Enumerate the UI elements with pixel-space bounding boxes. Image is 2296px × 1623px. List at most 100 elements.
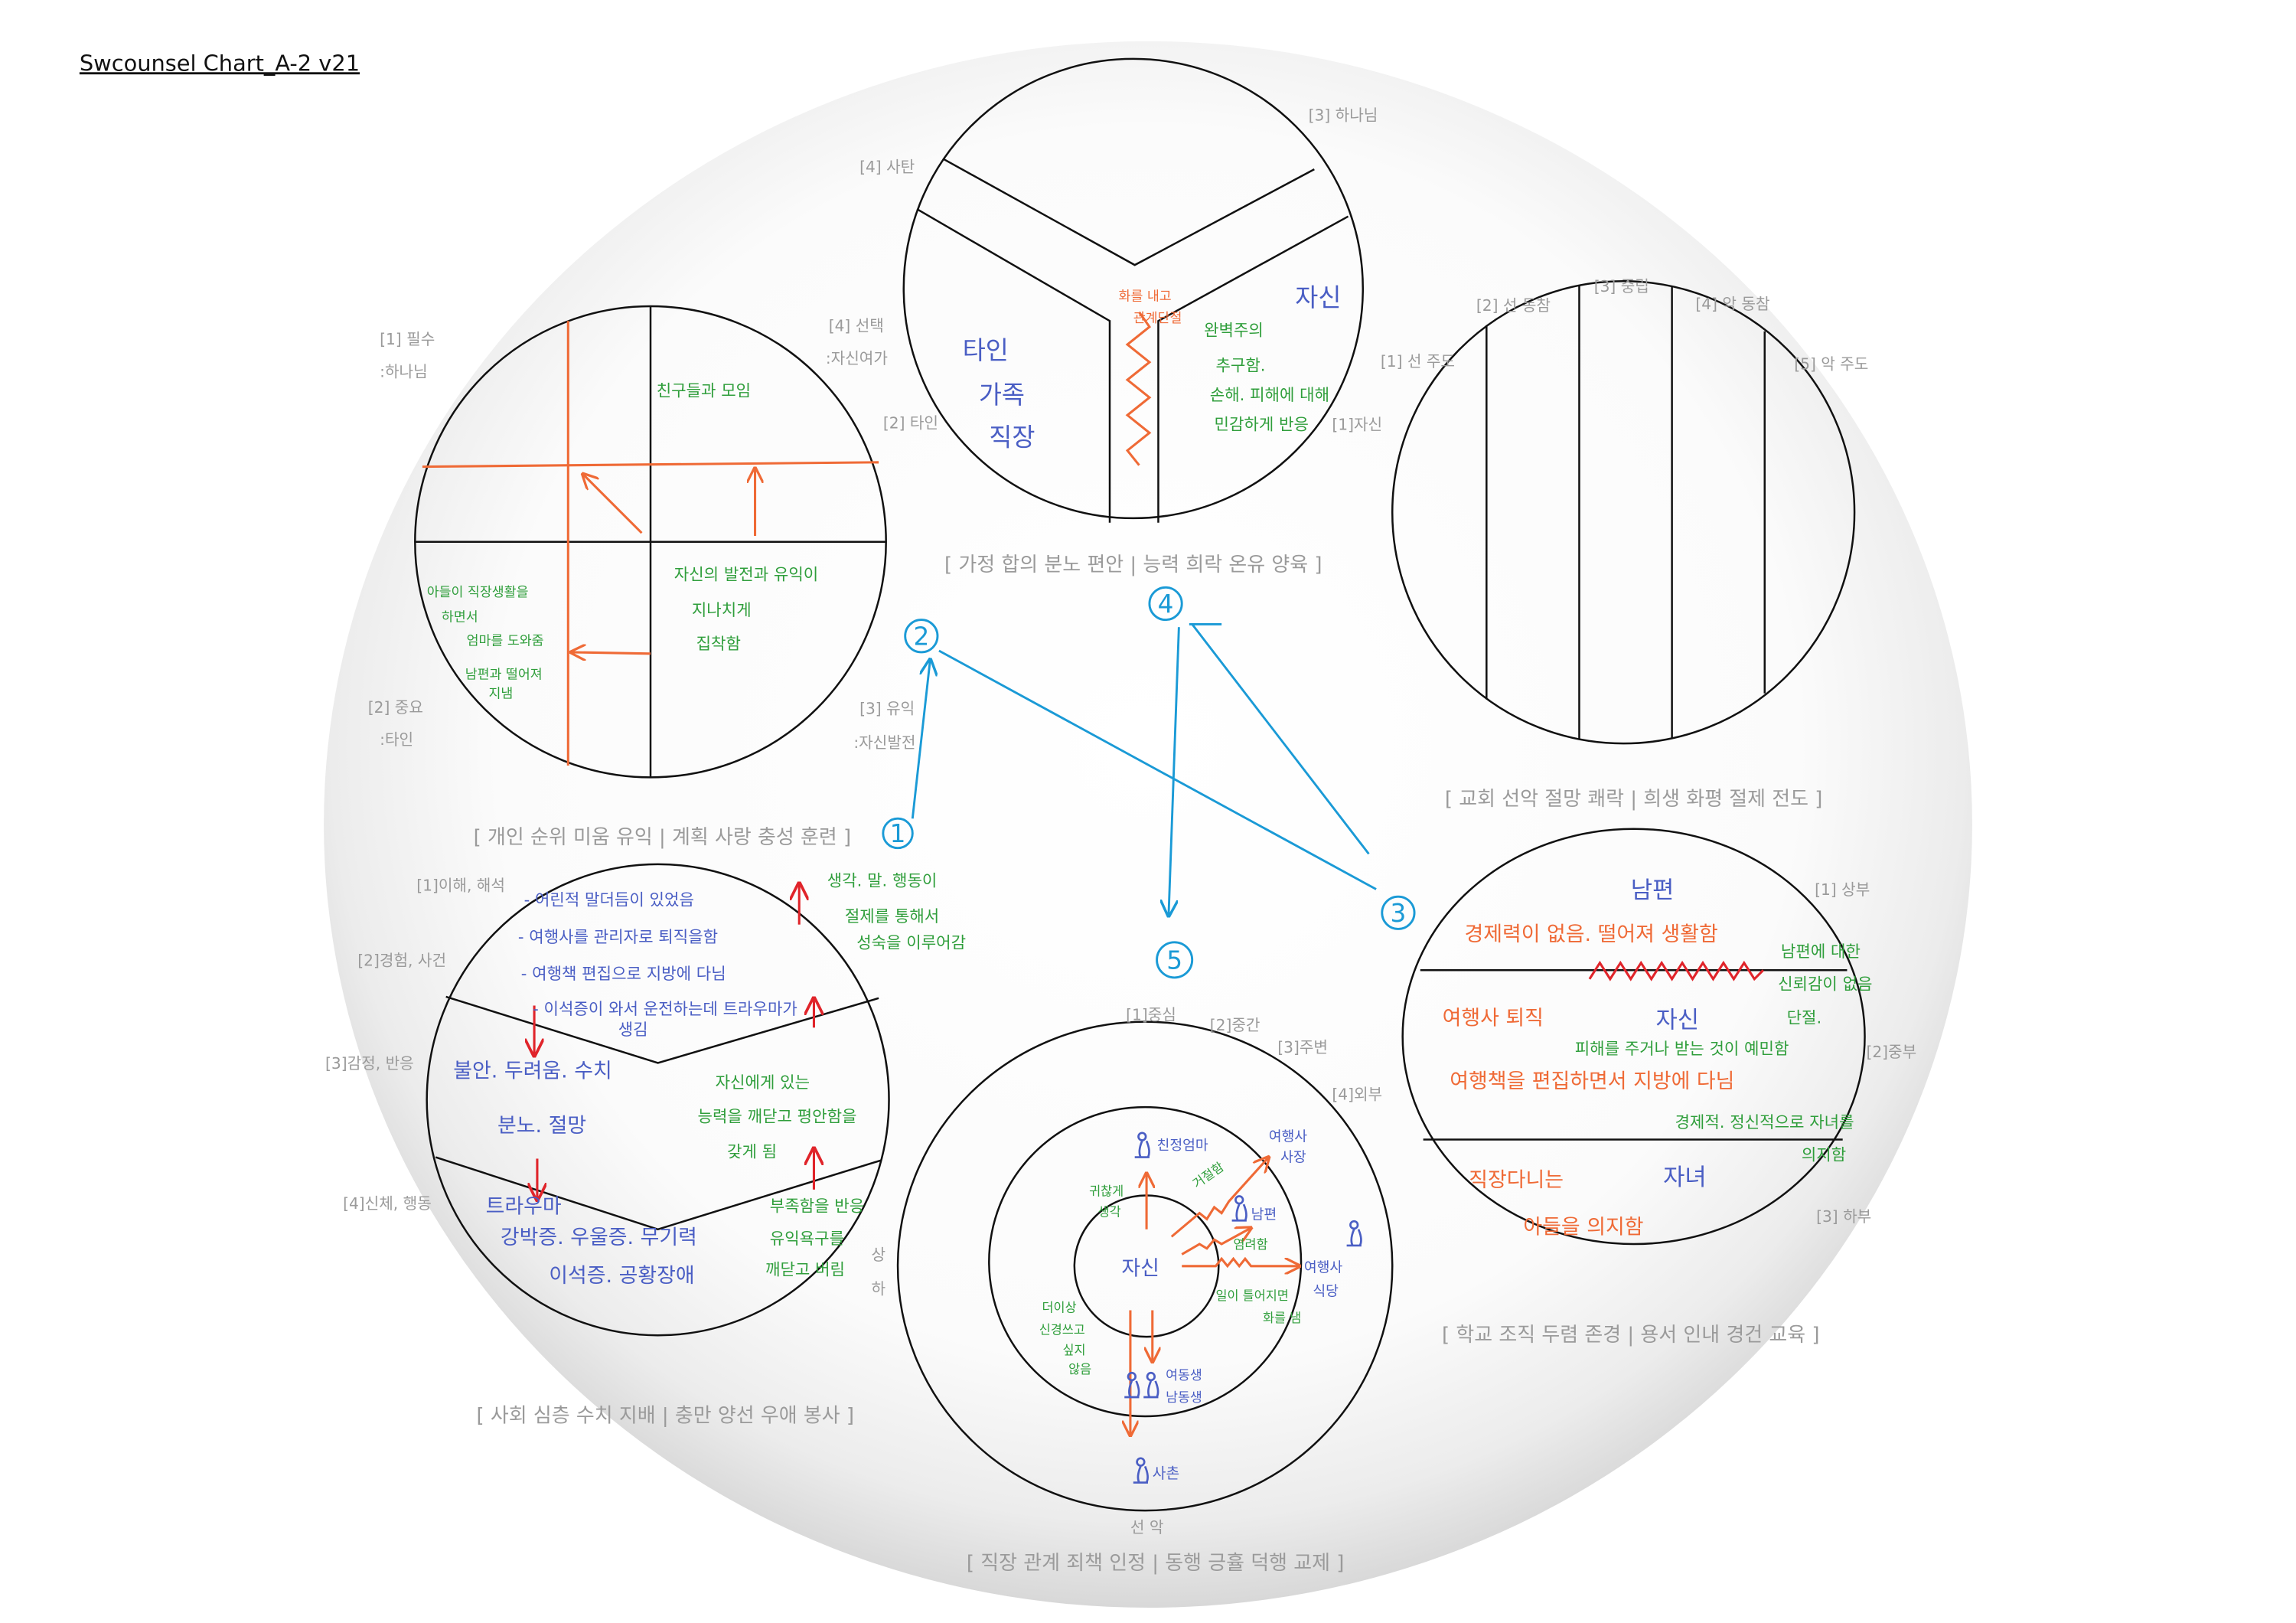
- family-note: 손해. 피해에 대해: [1210, 385, 1329, 404]
- society-note: 불안. 두려움. 수치: [453, 1060, 612, 1083]
- family-note: 자신: [1295, 283, 1341, 312]
- family-circle: [3] 하나님 [4] 사탄 [2] 타인 [1]자신 자신 타인 가족 직장 …: [859, 57, 1382, 576]
- family-label: [3] 하나님: [1309, 106, 1378, 125]
- family-note: 관계단절: [1133, 311, 1182, 326]
- school-note: 여행사 퇴직: [1443, 1006, 1544, 1030]
- society-note: 갖게 됨: [727, 1142, 777, 1161]
- work-note: 사장: [1280, 1149, 1306, 1165]
- family-note: 가족: [979, 380, 1025, 410]
- school-label: [2]중부: [1866, 1043, 1916, 1061]
- work-note: 일이 틀어지면: [1215, 1288, 1288, 1303]
- svg-text:3: 3: [1391, 899, 1407, 928]
- step-5-marker: 5: [1156, 941, 1194, 979]
- school-note: 의지함: [1802, 1145, 1846, 1164]
- society-note: - 여행책 편집으로 지방에 다님: [521, 964, 726, 983]
- school-note: 경제력이 없음. 떨어져 생활함: [1464, 923, 1717, 946]
- family-note: 민감하게 반응: [1215, 415, 1309, 434]
- work-label: [4]외부: [1332, 1086, 1382, 1104]
- work-caption: [ 직장 관계 죄책 인정 | 동행 긍휼 덕행 교제 ]: [967, 1552, 1345, 1575]
- person-icon: [1133, 1457, 1149, 1484]
- work-note: 싶지: [1062, 1343, 1085, 1357]
- person-icon: [1124, 1371, 1140, 1399]
- society-note: 유익욕구를: [770, 1229, 844, 1248]
- society-note: - 어린적 말더듬이 있었음: [524, 890, 694, 909]
- church-label: [4] 악 동참: [1695, 295, 1769, 313]
- personal-caption: [ 개인 순위 미움 유익 | 계획 사랑 충성 훈련 ]: [474, 826, 852, 849]
- work-note: 신경쓰고: [1039, 1322, 1085, 1337]
- church-label: [2] 선 동참: [1476, 296, 1551, 315]
- school-note: 자녀: [1663, 1164, 1707, 1191]
- work-label: [1]중심: [1126, 1006, 1176, 1024]
- society-note: 절제를 통해서: [845, 906, 939, 926]
- society-note: 자신에게 있는: [716, 1073, 810, 1092]
- family-note: 완벽주의: [1204, 320, 1264, 339]
- family-label: [2] 타인: [883, 414, 938, 433]
- personal-label: :자신여가: [826, 349, 888, 367]
- personal-note: 아들이 직장생활을: [427, 585, 529, 600]
- personal-label: [3] 유익: [859, 700, 915, 718]
- school-note: 자신: [1655, 1006, 1699, 1034]
- work-note: 사촌: [1153, 1465, 1179, 1482]
- work-note: 화를 냄: [1263, 1311, 1301, 1325]
- society-note: - 이석증이 와서 운전하는데 트라우마가: [533, 999, 797, 1018]
- personal-label: :타인: [380, 730, 413, 749]
- society-note: 이석증. 공황장애: [549, 1264, 694, 1288]
- personal-note: 남편과 떨어져: [465, 668, 543, 683]
- school-note: 신뢰감이 없음: [1778, 974, 1872, 993]
- society-note: 분노. 절망: [497, 1114, 586, 1138]
- step-1-marker: 1: [882, 817, 914, 850]
- school-label: [3] 하부: [1816, 1207, 1871, 1226]
- family-note: 화를 내고: [1119, 289, 1172, 304]
- work-note: 생각: [1098, 1204, 1121, 1219]
- work-label: 선 악: [1130, 1518, 1164, 1536]
- school-note: 피해를 주거나 받는 것이 예민함: [1575, 1039, 1789, 1058]
- svg-text:1: 1: [890, 819, 906, 848]
- step-3-marker: 3: [1381, 895, 1416, 930]
- personal-label: [2] 중요: [368, 698, 423, 717]
- personal-note: 하면서: [442, 610, 478, 625]
- school-note: 여행책을 편집하면서 지방에 다님: [1450, 1069, 1734, 1093]
- personal-label: :자신발전: [853, 733, 915, 752]
- work-note: 친정엄마: [1157, 1138, 1208, 1154]
- family-note: 직장: [989, 423, 1035, 452]
- society-note: 트라우마: [486, 1195, 562, 1219]
- society-note: 부족함을 반응: [770, 1197, 864, 1216]
- work-note: 자신: [1121, 1256, 1159, 1280]
- society-note: 성숙을 이루어감: [856, 932, 966, 952]
- personal-note: 엄마를 도와줌: [467, 633, 544, 648]
- work-note: 않음: [1068, 1362, 1091, 1376]
- personal-label: [4] 선택: [829, 317, 884, 335]
- background-sphere: [324, 41, 1972, 1608]
- personal-note: 지냄: [488, 687, 513, 702]
- society-note: - 여행사를 관리자로 퇴직을함: [518, 927, 718, 946]
- person-icon: [1231, 1195, 1247, 1222]
- work-note: 여행사: [1304, 1260, 1343, 1276]
- personal-circle: [1] 필수 :하나님 [2] 중요 :타인 [4] 선택 :자신여가 [3] …: [368, 305, 915, 849]
- society-caption: [ 사회 심층 수치 지배 | 충만 양선 우애 봉사 ]: [476, 1405, 854, 1428]
- work-label: [2]중간: [1210, 1016, 1261, 1034]
- family-label: [1]자신: [1332, 416, 1382, 434]
- work-label: [3]주변: [1277, 1038, 1328, 1056]
- work-note: 남편: [1251, 1207, 1277, 1223]
- family-note: 추구함.: [1215, 356, 1265, 375]
- work-note: 염려함: [1234, 1237, 1268, 1252]
- person-icon: [1134, 1132, 1150, 1158]
- society-circle: [1]이해, 해석 [2]경험, 사건 [3]감정, 반응 [4]신체, 행동 …: [325, 863, 966, 1428]
- society-label: 하: [871, 1279, 885, 1298]
- person-icon: [1143, 1371, 1159, 1399]
- work-note: 여행사: [1269, 1128, 1308, 1145]
- society-note: 강박증. 우울증. 무기력: [501, 1226, 697, 1249]
- personal-label: [1] 필수: [380, 330, 435, 348]
- work-note: 귀찮게: [1089, 1184, 1124, 1199]
- school-note: 남편: [1631, 877, 1675, 904]
- personal-note: 친구들과 모임: [657, 380, 751, 400]
- family-caption: [ 가정 합의 분노 편안 | 능력 희락 온유 양육 ]: [944, 554, 1322, 576]
- work-note: 식당: [1313, 1283, 1339, 1299]
- society-label: 상: [871, 1246, 885, 1264]
- svg-text:5: 5: [1166, 945, 1182, 975]
- family-note: 타인: [963, 336, 1009, 365]
- society-note: 생각. 말. 행동이: [827, 871, 938, 890]
- step-2-marker: 2: [904, 619, 939, 654]
- school-circle: [1] 상부 [2]중부 [3] 하부 남편 자신 자녀 경제력이 없음. 떨어…: [1401, 828, 1916, 1347]
